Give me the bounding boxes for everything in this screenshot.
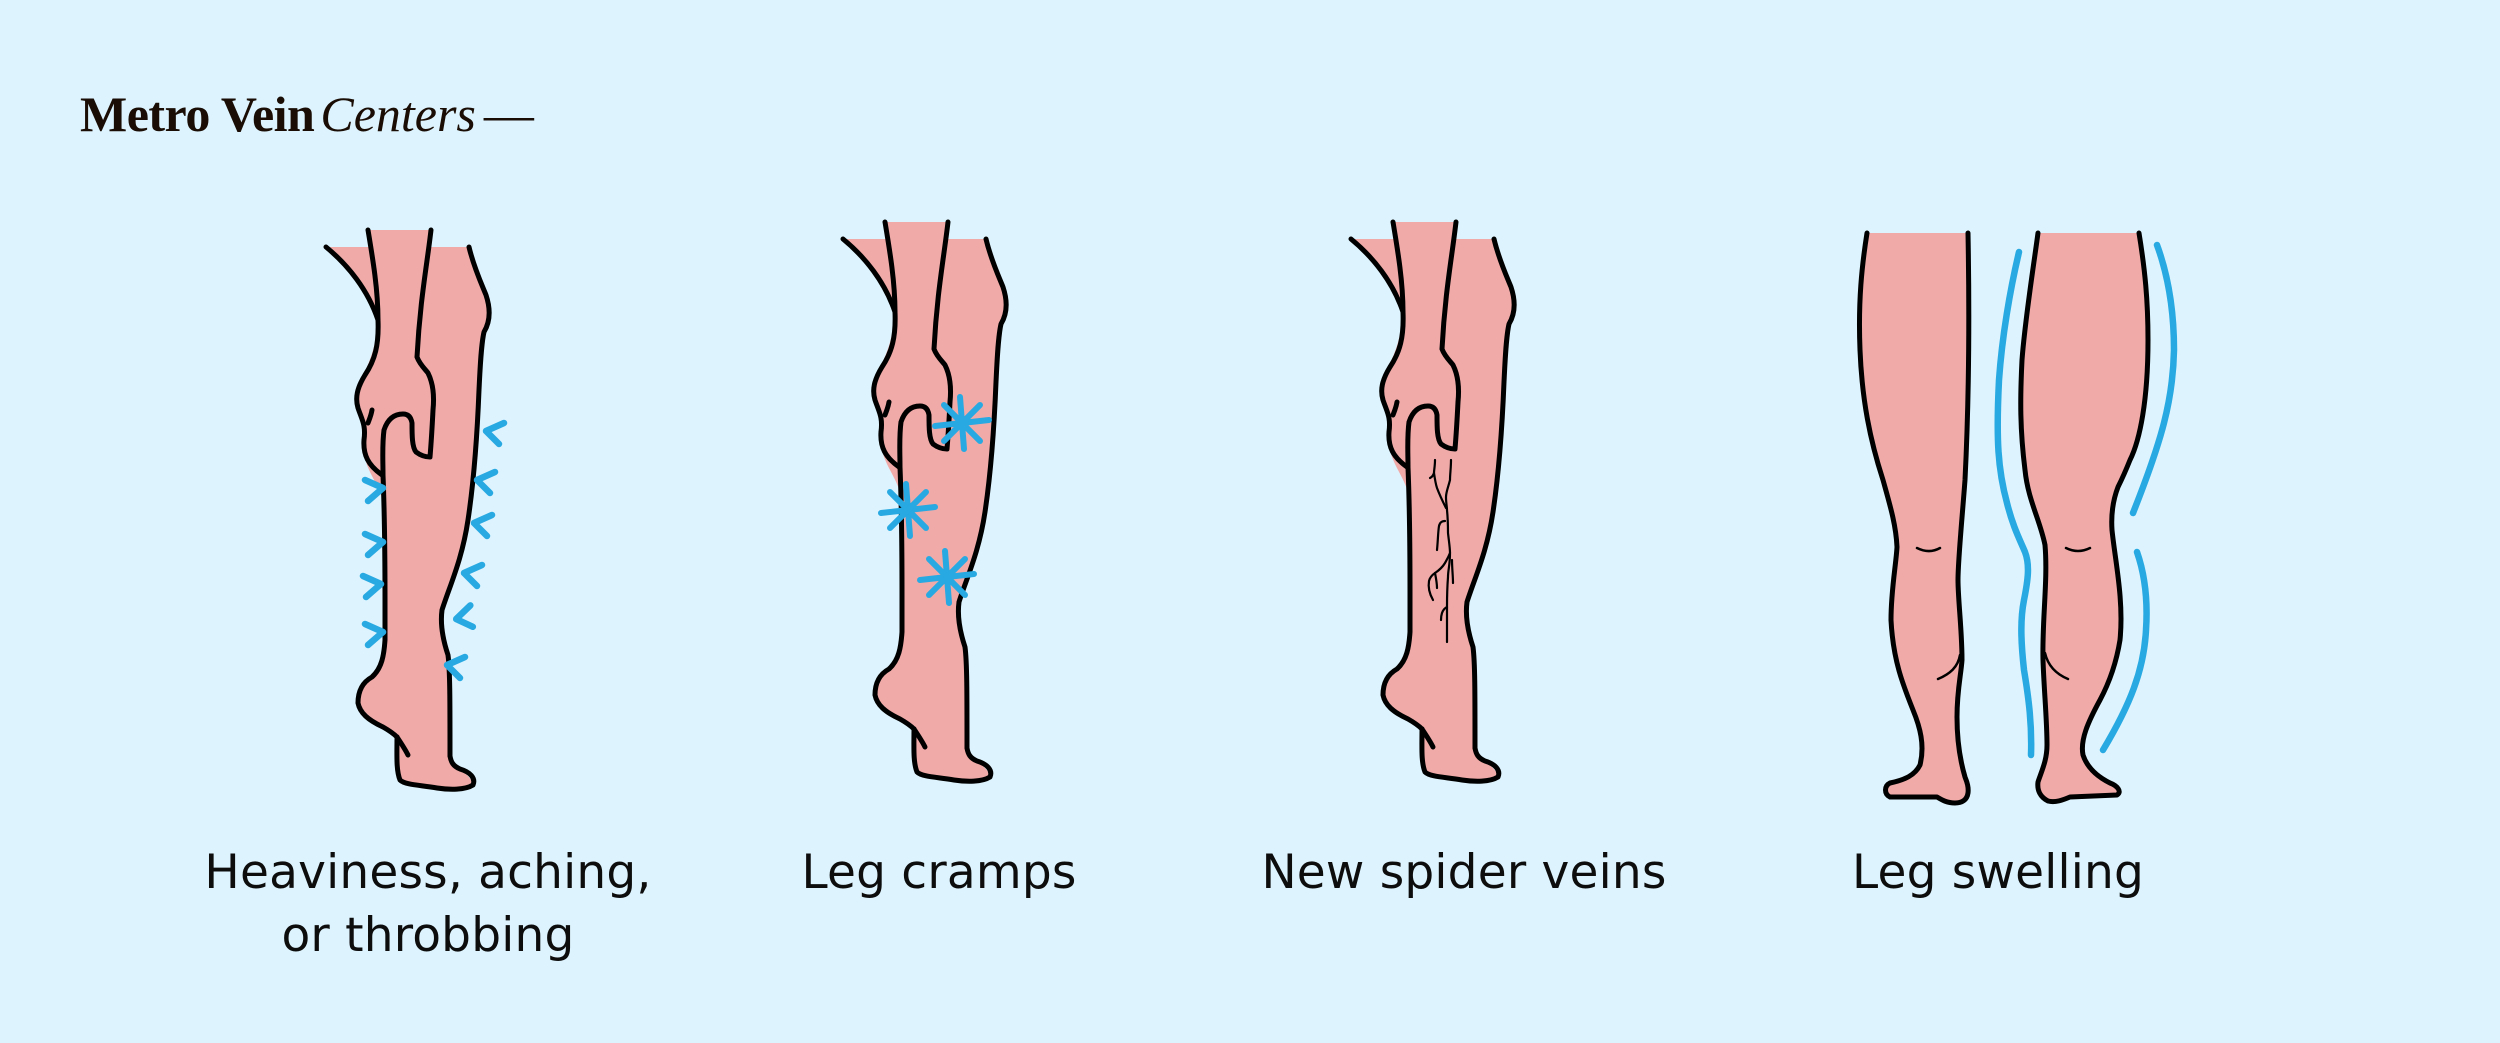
legs-swelling-illustration <box>1856 230 2178 806</box>
symptom-label-heaviness: Heaviness, aching, or throbbing <box>204 845 652 963</box>
symptom-label-cramps: Leg cramps <box>801 845 1077 900</box>
swelling-lines-icon <box>1994 241 2178 759</box>
spider-veins-icon <box>1427 458 1455 644</box>
symptom-label-swelling: Leg swelling <box>1851 845 2145 900</box>
leg-heaviness-illustration <box>326 230 504 789</box>
right-knee-crease <box>2064 546 2092 553</box>
brand-name-bold: Metro Vein <box>80 86 315 142</box>
symptom-label-spider-veins: New spider veins <box>1261 845 1667 900</box>
right-calf-line <box>2043 651 2070 681</box>
leg-cramps-illustration <box>843 222 1007 781</box>
left-calf-line <box>1936 653 1962 681</box>
left-knee-crease <box>1915 546 1942 553</box>
brand-name-italic: Centers <box>320 86 476 142</box>
brand-dash: — <box>483 86 534 142</box>
leg-spider-veins-illustration <box>1351 222 1515 781</box>
